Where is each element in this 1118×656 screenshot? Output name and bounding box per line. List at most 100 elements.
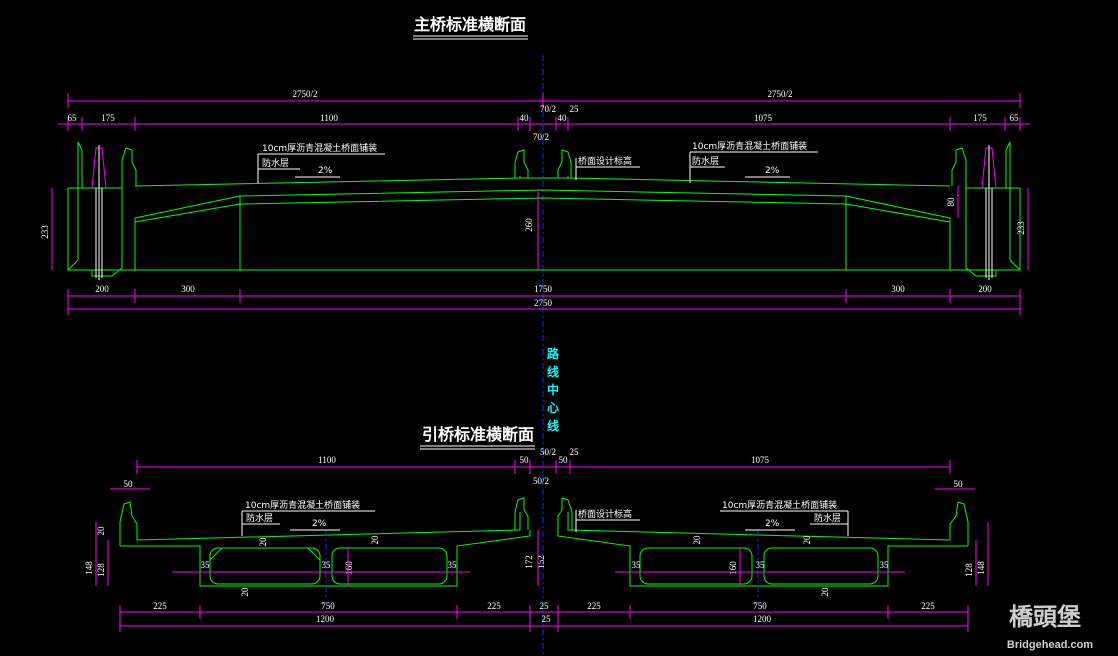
- dim-app-25: 25: [570, 447, 580, 457]
- approach-paving-annotation-left: 10cm厚沥青混凝土桥面铺装 防水层 2%: [241, 499, 375, 536]
- dim-app-local-6: 20: [240, 587, 250, 597]
- dim-app-50-right: 50: [559, 455, 569, 465]
- dim-app-local-2: 160: [344, 561, 354, 575]
- approach-local-dimensions: 20 20 160 35 35 35 20 172 152 20 20 160 …: [172, 530, 905, 597]
- main-top-dimension: 2750/2 2750/2 70/2 70/2: [67, 89, 1021, 142]
- main-design-elevation: 桥面设计标高: [578, 155, 632, 167]
- dim-app-local-15: 20: [820, 587, 830, 597]
- dim-app-b-25: 25: [540, 601, 550, 611]
- dim-main-260: 260: [524, 218, 534, 232]
- main-vertical-dimensions: 233 260 80 233: [40, 186, 1029, 270]
- dim-main-median-half: 70/2: [540, 104, 556, 114]
- dim-main-40-right: 40: [558, 113, 568, 123]
- dim-main-233-left: 233: [40, 225, 50, 239]
- dim-app-1100: 1100: [318, 455, 336, 465]
- dim-main-80: 80: [946, 197, 956, 207]
- app-waterproof-label-right: 防水层: [814, 512, 841, 524]
- dim-main-median-half-2: 70/2: [533, 132, 549, 142]
- dim-app-local-9: 20: [692, 535, 702, 545]
- dim-app-half-1: 50/2: [540, 447, 556, 457]
- dim-app-local-12: 35: [632, 560, 642, 570]
- main-section-title: 主桥标准横断面: [414, 15, 526, 34]
- dim-main-65-right: 65: [1010, 113, 1020, 123]
- watermark-logo: 橋頭堡: [1009, 602, 1081, 631]
- dim-app-side-128-right: 128: [964, 563, 974, 577]
- dim-app-side-128-left: 128: [96, 563, 106, 577]
- dim-app-local-14: 35: [880, 560, 890, 570]
- watermark-site: Bridgehead.com: [1007, 639, 1093, 651]
- approach-box-girder: [119, 497, 969, 600]
- approach-side-dimensions: 20 148 128 128 148: [84, 522, 989, 586]
- dim-app-local-10: 20: [802, 535, 812, 545]
- app-paving-label-right: 10cm厚沥青混凝土桥面铺装: [722, 499, 837, 511]
- dim-app-b-225-1: 225: [153, 601, 167, 611]
- dim-main-1100: 1100: [320, 113, 338, 123]
- dim-app-b-225-2: 225: [487, 601, 501, 611]
- centerline-label-char-0: 路: [547, 346, 560, 361]
- app-waterproof-label-left: 防水层: [246, 512, 273, 524]
- dim-main-25: 25: [570, 104, 580, 114]
- main-paving-label-right: 10cm厚沥青混凝土桥面铺装: [692, 140, 807, 152]
- dim-main-200-right: 200: [978, 284, 992, 294]
- watermark: 橋頭堡 Bridgehead.com: [1007, 602, 1093, 651]
- dim-app-side-20: 20: [96, 526, 106, 536]
- main-bridge-section: 主桥标准横断面 2750/2 2750/2 70/2 70/2: [40, 15, 1030, 315]
- dim-app-local-0: 20: [258, 537, 268, 547]
- dim-app-local-13: 35: [756, 560, 766, 570]
- main-second-dimension: 65 175 1100 40 40 25 1075 175 65: [58, 104, 1030, 131]
- dim-app-50-left: 50: [520, 455, 530, 465]
- dim-app-local-4: 35: [322, 560, 332, 570]
- dim-app-local-11: 160: [728, 561, 738, 575]
- dim-app-local-5: 35: [448, 560, 458, 570]
- app-design-elevation: 桥面设计标高: [578, 508, 632, 520]
- main-paving-annotation-left: 10cm厚沥青混凝土桥面铺装 防水层 2%: [257, 142, 385, 183]
- dim-app-50-edge-right: 50: [954, 479, 964, 489]
- dim-app-b-1200-right: 1200: [753, 614, 772, 624]
- dim-app-50-edge-left: 50: [124, 479, 134, 489]
- dim-app-local-1: 20: [370, 535, 380, 545]
- dim-app-b-225-4: 225: [921, 601, 935, 611]
- dim-main-total: 2750: [534, 298, 553, 308]
- approach-bottom-dimension: 225 750 225 25 225 750 225 1200 25 1200: [119, 601, 969, 632]
- dim-main-40-left: 40: [520, 113, 530, 123]
- main-box-girder: [66, 141, 1022, 280]
- dim-app-local-8: 152: [536, 555, 546, 569]
- main-slope-right: 2%: [765, 166, 780, 176]
- dim-main-175-left: 175: [101, 113, 115, 123]
- dim-app-b-750-2: 750: [753, 601, 767, 611]
- app-slope-left: 2%: [312, 519, 327, 529]
- dim-app-b-25-total: 25: [542, 614, 552, 624]
- main-paving-label-left: 10cm厚沥青混凝土桥面铺装: [262, 142, 377, 154]
- centerline-label: 路 线 中 心 线: [547, 346, 560, 433]
- dim-main-1750: 1750: [534, 284, 553, 294]
- main-waterproof-label-right: 防水层: [692, 155, 719, 167]
- dim-app-side-148-right: 148: [976, 561, 986, 575]
- dim-main-half-left: 2750/2: [292, 89, 317, 99]
- dim-app-b-225-3: 225: [587, 601, 601, 611]
- main-bottom-dimension: 200 300 1750 300 200 2750: [67, 284, 1021, 315]
- dim-main-1075: 1075: [754, 113, 773, 123]
- dim-main-half-right: 2750/2: [767, 89, 792, 99]
- centerline-label-char-3: 心: [547, 401, 559, 415]
- dim-app-local-3: 35: [201, 560, 211, 570]
- dim-app-half-2: 50/2: [533, 476, 549, 486]
- approach-section-title: 引桥标准横断面: [422, 425, 534, 444]
- dim-main-65-left: 65: [68, 113, 78, 123]
- approach-bridge-section: 引桥标准横断面 1100 50 50/2 50/2 50 25 1075 50 …: [84, 425, 989, 632]
- centerline-label-char-1: 线: [547, 364, 559, 379]
- dim-app-1075: 1075: [751, 455, 770, 465]
- dim-main-300-right: 300: [891, 284, 905, 294]
- dim-main-233-right: 233: [1016, 221, 1026, 235]
- dim-main-200-left: 200: [95, 284, 109, 294]
- dim-main-300-left: 300: [181, 284, 195, 294]
- centerline-label-char-4: 线: [547, 418, 559, 433]
- centerline-label-char-2: 中: [547, 382, 559, 397]
- dim-app-b-750-1: 750: [321, 601, 335, 611]
- main-waterproof-label-left: 防水层: [262, 157, 289, 169]
- dim-app-local-7: 172: [524, 555, 534, 569]
- dim-app-side-148-left: 148: [84, 561, 94, 575]
- dim-main-175-right: 175: [973, 113, 987, 123]
- app-paving-label-left: 10cm厚沥青混凝土桥面铺装: [245, 499, 360, 511]
- approach-top-dimension: 1100 50 50/2 50/2 50 25 1075 50 50: [110, 447, 975, 490]
